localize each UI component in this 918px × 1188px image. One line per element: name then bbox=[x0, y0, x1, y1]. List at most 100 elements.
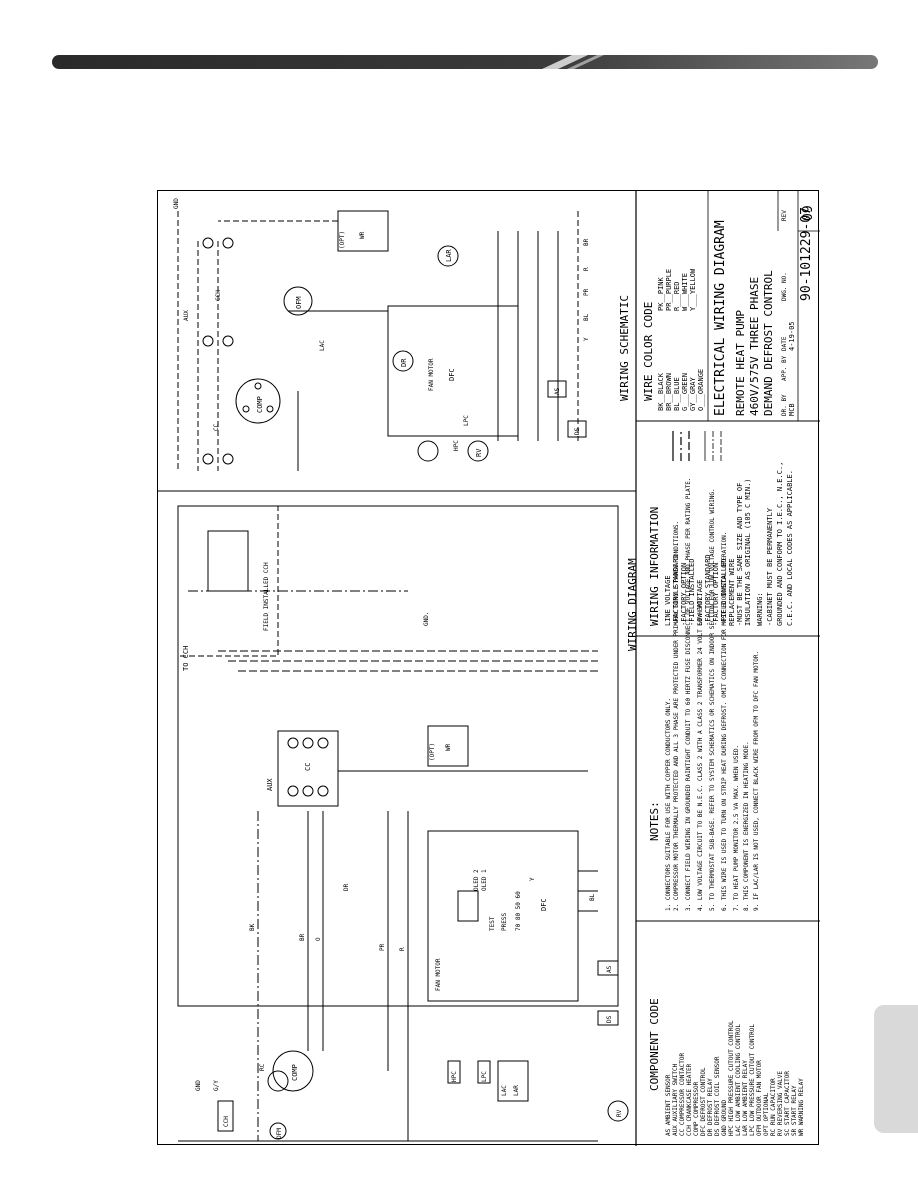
wiring-sheet: ELECTRICAL WIRING DIAGRAM REMOTE HEAT PU… bbox=[157, 190, 820, 1146]
cc-item-12: LPC LOW PRESSURE CUTOUT CONTROL bbox=[749, 1024, 756, 1136]
diagram-comp bbox=[272, 1050, 314, 1092]
schematic-wr-label: WR bbox=[359, 231, 366, 239]
schematic-dr-label: DR bbox=[400, 358, 408, 367]
schematic-wire-r: R bbox=[583, 267, 590, 271]
wiring-diagram bbox=[177, 505, 629, 1142]
cc-item-1: AUX AUXILIARY SWITCH bbox=[672, 1063, 679, 1136]
date-label: DATE bbox=[781, 336, 788, 351]
to-cch-label: TO CCH bbox=[182, 646, 190, 671]
wi-line-7: -FIELD INSTALLED bbox=[720, 559, 728, 626]
wi-line-3: -FIELD INSTALLED bbox=[688, 559, 696, 626]
cc-item-7: DS DEFROST COIL SENSOR bbox=[714, 1056, 721, 1136]
dwg-no-label: DWG. NO. bbox=[781, 272, 788, 301]
wi-line-9: -MUST BE THE SAME SIZE AND TYPE OF bbox=[736, 483, 744, 626]
diagram-lpc-label: LPC bbox=[481, 1071, 488, 1082]
cc-item-19: WR WARNING RELAY bbox=[798, 1078, 805, 1136]
diagram-rv-label: RV bbox=[616, 1109, 623, 1117]
component-code-title: COMPONENT CODE bbox=[648, 998, 661, 1091]
title-line1: REMOTE HEAT PUMP bbox=[734, 310, 747, 416]
component-code: COMPONENT CODE AS AMBIENT SENSOR AUX AUX… bbox=[648, 998, 805, 1136]
diagram-wire-bk: BK bbox=[249, 923, 256, 931]
diagram-rv bbox=[607, 1100, 629, 1122]
schematic-labels: COMP OFM DFC FAN MOTOR LAR DR RV WR (OPT… bbox=[173, 198, 590, 457]
diagram-wire-r: R bbox=[399, 947, 406, 951]
color-br: BR__BROWN bbox=[665, 373, 673, 411]
diagram-gy-label: G/Y bbox=[213, 1080, 220, 1091]
schematic-ds-label: DS bbox=[574, 427, 581, 435]
diagram-dfc-label: DFC bbox=[540, 898, 548, 911]
dwg-no-value: 90-101229-07 bbox=[799, 207, 814, 301]
color-bk: BK__BLACK bbox=[657, 372, 665, 411]
schematic-lar-label: LAR bbox=[445, 249, 453, 262]
diagram-rc-label: RC bbox=[259, 1063, 266, 1071]
diagram-wire-br: BR bbox=[299, 933, 306, 941]
schematic-wire-br: BR bbox=[583, 238, 590, 246]
schematic-ofm-label: OFM bbox=[295, 296, 303, 309]
schematic-gnd-label: GND bbox=[173, 198, 180, 209]
color-g: G___GREEN bbox=[681, 373, 689, 411]
side-tab bbox=[874, 1005, 918, 1133]
cc-label: CC bbox=[304, 763, 312, 771]
schematic-wire-pr: PR bbox=[583, 288, 590, 296]
wiring-diagram-label: WIRING DIAGRAM bbox=[626, 558, 639, 651]
date-value: 4-19-05 bbox=[788, 321, 796, 351]
color-y: Y___YELLOW bbox=[689, 268, 697, 311]
cc-item-9: HPC HIGH PRESSURE CUTOUT CONTROL bbox=[728, 1020, 735, 1136]
aux-label: AUX bbox=[266, 778, 274, 791]
dr-by-value: MCB bbox=[788, 403, 796, 416]
wiring-information: WIRING INFORMATION LINE VOLTAGE -FACTORY… bbox=[648, 431, 794, 626]
wi-line-5: -FACTORY STANDARD bbox=[704, 554, 712, 626]
diagram-ds-label: DS bbox=[606, 1015, 613, 1023]
color-w: W___WHITE bbox=[681, 273, 689, 311]
cc-item-11: LAR LOW AMBIENT RELAY bbox=[742, 1060, 749, 1136]
cc-item-16: RV REVERSING VALVE bbox=[777, 1071, 784, 1136]
note-9: 9. IF LAC/LAR IS NOT USED, CONNECT BLACK… bbox=[753, 651, 760, 911]
cc-item-6: DR DEFROST RELAY bbox=[707, 1078, 714, 1136]
wi-line-11: WARNING: bbox=[756, 592, 764, 626]
title-text: ELECTRICAL WIRING DIAGRAM bbox=[713, 220, 728, 416]
diagram-ofm-label: OFM bbox=[276, 1128, 283, 1139]
diagram-gnd-label: GND bbox=[195, 1080, 202, 1091]
diagram-as bbox=[597, 960, 619, 976]
diagram-wire-bl: BL bbox=[589, 893, 596, 901]
wi-line-4: LOW VOLTAGE bbox=[696, 580, 704, 626]
cc-item-4: COMP COMPRESSOR bbox=[693, 1081, 700, 1136]
schematic-hpc-label: HPC bbox=[453, 440, 460, 451]
note-3: 3. CONNECT FIELD WIRING IN GROUNDED RAIN… bbox=[685, 478, 692, 911]
diagram-frame bbox=[177, 505, 619, 1007]
diagram-labels: TO CCH FIELD INSTALLED CCH CC AUX (OPT) … bbox=[182, 562, 623, 1139]
wiring-schematic bbox=[177, 210, 587, 471]
note-2: 2. COMPRESSOR MOTOR THERMALLY PROTECTED … bbox=[673, 521, 680, 911]
rev-value: 09 bbox=[801, 205, 816, 221]
schematic-sc bbox=[417, 440, 439, 462]
color-pr: PR__PURPLE bbox=[665, 269, 673, 311]
diagram-lpc bbox=[477, 1060, 491, 1084]
note-5: 5. TO THERMOSTAT SUB-BASE. REFER TO SYST… bbox=[709, 488, 716, 911]
note-8: 8. THIS COMPONENT IS ENERGIZED IN HEATIN… bbox=[743, 741, 750, 911]
schematic-dfc-label: DFC bbox=[448, 368, 456, 381]
note-7: 7. TO HEAT PUMP MONITOR 2.5 VA MAX. WHEN… bbox=[733, 745, 740, 911]
wi-line-0: LINE VOLTAGE bbox=[664, 575, 672, 626]
wi-line-10: INSULATION AS ORIGINAL (105 C MIN.) bbox=[744, 478, 752, 626]
color-bl: BL__BLUE bbox=[673, 377, 681, 411]
schematic-ofm bbox=[283, 286, 313, 316]
schematic-ds bbox=[567, 420, 587, 438]
cc-item-17: SC START CAPACITOR bbox=[784, 1071, 791, 1136]
field-installed-cch-label: FIELD INSTALLED CCH bbox=[263, 562, 270, 631]
app-by-label: APP. BY bbox=[781, 355, 788, 381]
title-line2: 460V/575V THREE PHASE bbox=[748, 277, 761, 416]
wiring-schematic-label: WIRING SCHEMATIC bbox=[618, 295, 631, 401]
cc-item-14: OPT OPTIONAL bbox=[763, 1092, 770, 1136]
diagram-cch-box bbox=[217, 1100, 234, 1132]
color-pk: PK__PINK bbox=[657, 276, 665, 311]
schematic-wire-y: Y bbox=[583, 337, 590, 341]
schematic-fan-motor-label: FAN MOTOR bbox=[428, 358, 435, 391]
diagram-lar bbox=[497, 1060, 529, 1102]
cc-item-3: CCH CRANKCASE HEATER bbox=[686, 1063, 693, 1136]
wire-color-code: WIRE COLOR CODE BK__BLACK BR__BROWN BL__… bbox=[642, 268, 705, 411]
note-1: 1. CONNECTORS SUITABLE FOR USE WITH COPP… bbox=[665, 698, 672, 911]
schematic-comp bbox=[235, 378, 281, 424]
test-label: TEST bbox=[489, 916, 496, 931]
schematic-opt-label: (OPT) bbox=[339, 231, 346, 249]
gnd-dot-label: GND. bbox=[423, 612, 430, 626]
